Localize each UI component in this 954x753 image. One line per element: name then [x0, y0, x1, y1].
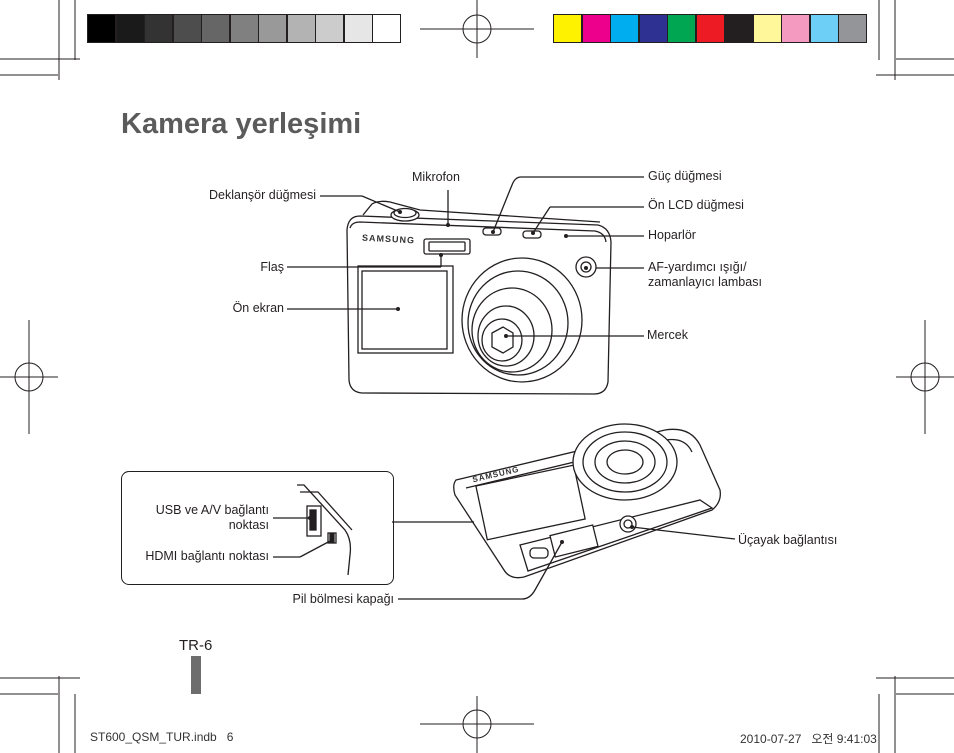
calibration-swatch: [667, 14, 697, 43]
calibration-swatch: [315, 14, 345, 43]
label-af-lamp: AF-yardımcı ışığı/ zamanlayıcı lambası: [648, 260, 762, 289]
label-hdmi-port: HDMI bağlantı noktası: [145, 549, 269, 563]
section-tab: [191, 656, 201, 694]
page-title: Kamera yerleşimi: [121, 108, 362, 140]
label-front-lcd-button: Ön LCD düğmesi: [648, 198, 744, 212]
label-power-button: Güç düğmesi: [648, 169, 722, 183]
calibration-swatch: [781, 14, 811, 43]
calibration-swatch: [553, 14, 583, 43]
calibration-swatch: [724, 14, 754, 43]
calibration-swatch: [752, 14, 782, 43]
footer-file-name: ST600_QSM_TUR.indb 6: [90, 730, 234, 744]
label-battery-cover: Pil bölmesi kapağı: [292, 592, 394, 606]
calibration-swatch: [372, 14, 402, 43]
label-front-screen: Ön ekran: [232, 301, 284, 315]
label-flash: Flaş: [260, 260, 284, 274]
label-tripod-mount: Üçayak bağlantısı: [738, 533, 838, 547]
label-usb-av-port: USB ve A/V bağlantı noktası: [155, 503, 269, 532]
calibration-swatch: [115, 14, 145, 43]
calibration-swatch: [201, 14, 231, 43]
calibration-swatch: [144, 14, 174, 43]
calibration-swatch: [581, 14, 611, 43]
footer-timestamp: 2010-07-27 오전 9:41:03: [740, 732, 877, 746]
calibration-swatch: [229, 14, 259, 43]
calibration-swatch: [638, 14, 668, 43]
label-microphone: Mikrofon: [412, 170, 460, 184]
calibration-swatch: [343, 14, 373, 43]
page-number: TR-6: [179, 637, 213, 654]
calibration-swatch: [172, 14, 202, 43]
label-speaker: Hoparlör: [648, 228, 696, 242]
calibration-swatch: [258, 14, 288, 43]
calibration-swatch: [87, 14, 117, 43]
calibration-swatch: [286, 14, 316, 43]
calibration-swatch: [695, 14, 725, 43]
calibration-swatch: [610, 14, 640, 43]
calibration-swatch: [809, 14, 839, 43]
label-lens: Mercek: [647, 328, 688, 342]
label-shutter-button: Deklanşör düğmesi: [209, 188, 316, 202]
port-detail-inset: [121, 471, 394, 585]
calibration-swatch: [838, 14, 868, 43]
